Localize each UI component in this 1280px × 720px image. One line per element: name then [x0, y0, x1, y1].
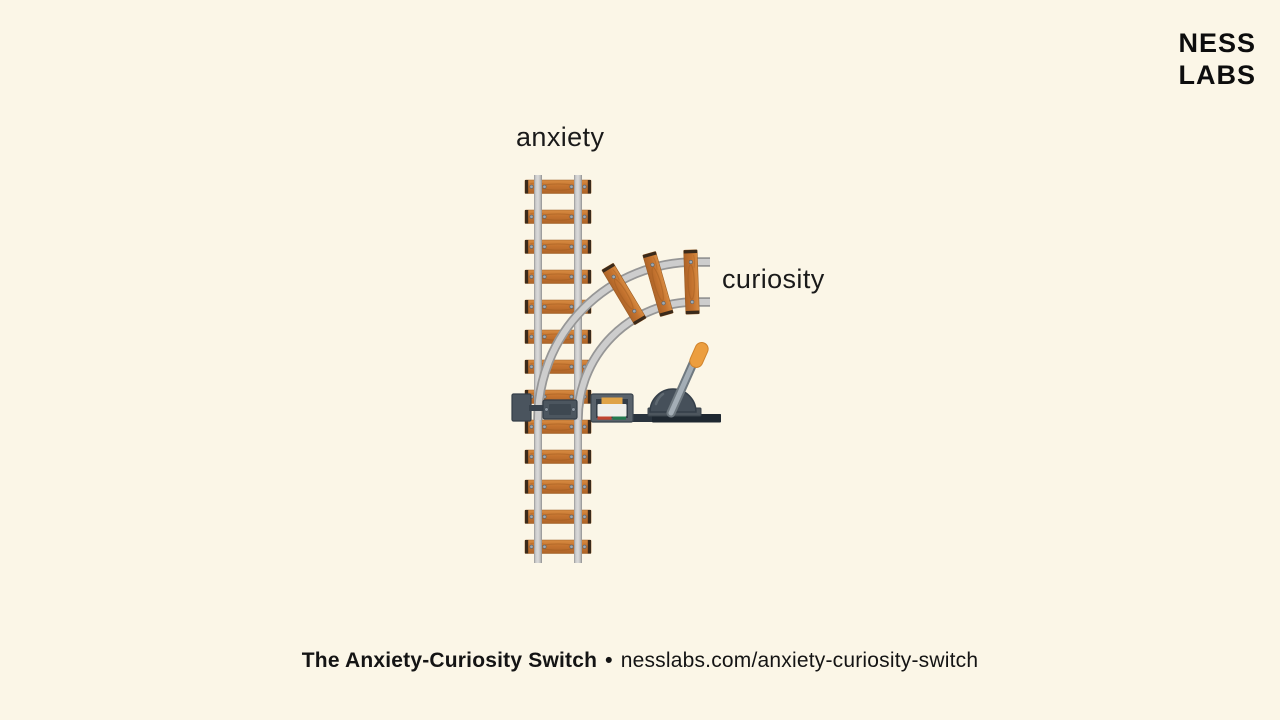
switch-point-motor	[542, 399, 578, 420]
footer-url: nesslabs.com/anxiety-curiosity-switch	[620, 649, 979, 672]
footer-caption: The Anxiety-Curiosity Switch • nesslabs.co…	[0, 649, 1280, 673]
lever-dome-highlight	[654, 392, 665, 406]
point-motor-bolt	[544, 407, 549, 412]
brand-line-1: NESS	[1178, 28, 1256, 58]
control-box-orange-tab	[601, 397, 623, 405]
switch-lever	[666, 342, 709, 418]
lever-arm	[668, 356, 698, 416]
lever-handle	[689, 342, 709, 368]
switch-control-box	[590, 393, 634, 423]
railway-tie	[683, 249, 700, 315]
footer-title: The Anxiety-Curiosity Switch	[301, 649, 598, 672]
straight-track-rails	[534, 175, 582, 563]
branch-rail-outer	[534, 259, 710, 421]
railway-tie	[601, 263, 647, 325]
brand-line-2: LABS	[1178, 60, 1256, 90]
rail-right	[574, 175, 582, 563]
control-box-red-indicator	[597, 416, 612, 420]
brand-logo: NESS LABS	[1178, 27, 1256, 91]
label-anxiety: anxiety	[516, 122, 605, 152]
switch-throw-rod	[529, 405, 549, 411]
railway-tie	[642, 251, 674, 317]
label-curiosity: curiosity	[722, 264, 825, 294]
footer-separator: •	[605, 649, 613, 672]
switch-left-stand	[511, 393, 532, 422]
point-motor-inset	[549, 404, 571, 415]
switch-mechanism	[511, 342, 721, 423]
branch-track-rails	[533, 257, 710, 421]
control-box-panel	[597, 404, 627, 417]
branch-track-ties	[601, 249, 700, 325]
control-box-green-indicator	[612, 416, 626, 420]
point-motor-bolt	[571, 407, 576, 412]
branch-rail-inner	[574, 299, 710, 421]
rail-left	[534, 175, 542, 563]
